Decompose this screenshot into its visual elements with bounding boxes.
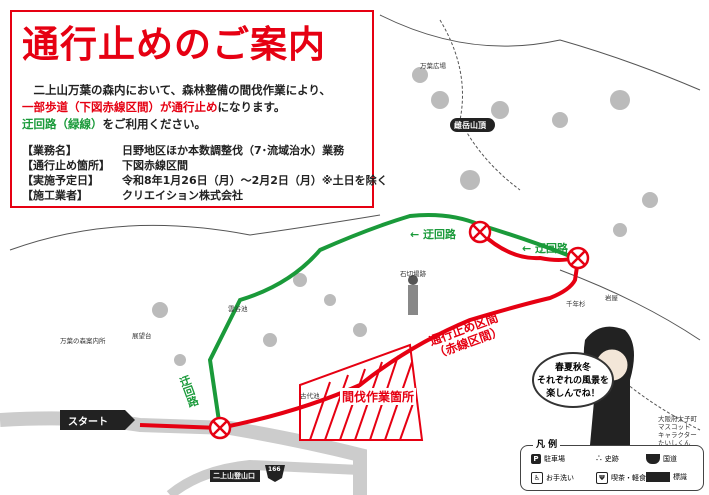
- notice-text: 二上山万葉の森内において、森林整備の間伐作業により、 一部歩道（下図赤線区間）が…: [22, 82, 331, 133]
- ridge-line: [559, 269, 701, 341]
- summit-label: 雌岳山頂: [454, 121, 486, 130]
- detour-label-text: 迂回路: [423, 228, 457, 241]
- national-route: [166, 459, 361, 495]
- mascot-caption: 大阪府太子町 マスコット キャラクター たいしくん: [658, 415, 697, 447]
- info-row: 【業務名】 日野地区ほか本数調整伐（7･流域治水）業務: [22, 143, 388, 158]
- route-number: 166: [268, 466, 281, 473]
- detour-label-text: 迂回路: [535, 242, 569, 255]
- speech-line: 楽しんでね！: [546, 389, 600, 399]
- legend-label: 標識: [673, 473, 687, 481]
- legend-label: 史跡: [604, 455, 619, 463]
- trail-line: [439, 19, 521, 191]
- historic-site-icon: ∴: [596, 454, 602, 464]
- place-label: 岩屋: [605, 294, 618, 302]
- signpost-icon: [646, 472, 670, 482]
- ridge-line: [9, 214, 381, 251]
- info-value: 日野地区ほか本数調整伐（7･流域治水）業務: [122, 144, 345, 157]
- info-row: 【施工業者】 クリエイション株式会社: [22, 188, 388, 203]
- info-key: 【業務名】: [22, 144, 77, 157]
- start-arrow: [60, 410, 135, 430]
- place-label: 万葉広場: [420, 62, 446, 70]
- caption-line: マスコット: [658, 423, 691, 431]
- legend-item: ♿お手洗い: [531, 472, 574, 484]
- caption-line: たいしくん: [658, 439, 691, 447]
- speech-line: それぞれの風景を: [536, 376, 609, 386]
- info-value: 令和8年1月26日（月）～2月2日（月）※土日を除く: [122, 174, 388, 187]
- notice-line: をご利用ください。: [102, 117, 207, 131]
- info-row: 【実施予定日】 令和8年1月26日（月）～2月2日（月）※土日を除く: [22, 173, 388, 188]
- trees: [152, 67, 658, 366]
- notice-title: 通行止めのご案内: [22, 23, 326, 66]
- info-row: 【通行止め箇所】下図赤線区間: [22, 158, 388, 173]
- worker-figure: [408, 285, 418, 315]
- parking-icon: P: [531, 454, 541, 464]
- notice-line: 二上山万葉の森内において、森林整備の間伐作業により、: [33, 83, 331, 97]
- place-label: 雲谷池: [228, 305, 248, 313]
- speech-line: 春夏秋冬: [554, 363, 591, 373]
- legend-label: 国道: [663, 455, 677, 463]
- legend-label: お手洗い: [546, 474, 574, 482]
- closure-highlight: 一部歩道（下図赤線区間）が通行止め: [22, 100, 218, 114]
- place-label: 古代池: [300, 392, 320, 400]
- legend-item: ∴史跡: [596, 454, 619, 464]
- closure-notice: [10, 10, 374, 208]
- work-info: 【業務名】 日野地区ほか本数調整伐（7･流域治水）業務 【通行止め箇所】下図赤線区…: [22, 143, 388, 203]
- start-label: スタート: [68, 417, 108, 428]
- ridge-line: [379, 14, 701, 91]
- detour-label: ← 迂回路: [410, 228, 457, 241]
- legend-title: 凡 例: [533, 437, 561, 450]
- place-label: 石切場跡: [400, 270, 426, 278]
- caption-line: 大阪府太子町: [658, 415, 697, 423]
- place-label: 万葉の森案内所: [60, 337, 106, 345]
- legend-item: 標識: [646, 472, 687, 482]
- restroom-icon: ♿: [531, 472, 543, 484]
- thinning-area-label: 間伐作業箇所: [340, 388, 417, 405]
- trailhead-label: 二上山登山口: [213, 472, 255, 480]
- info-value: 下図赤線区間: [122, 159, 188, 172]
- caption-line: キャラクター: [658, 431, 697, 439]
- closed-route: [478, 230, 576, 262]
- place-label: 千年杉: [566, 300, 586, 308]
- legend-label: 喫茶・軽食: [611, 474, 646, 482]
- legend-item: 国道: [646, 454, 677, 464]
- national-route-icon: [646, 454, 660, 464]
- mascot-speech-bubble: 春夏秋冬 それぞれの風景を 楽しんでね！: [532, 352, 614, 408]
- notice-line: になります。: [217, 100, 286, 114]
- info-key: 【実施予定日】: [22, 174, 99, 187]
- route-166-shield: [265, 465, 285, 482]
- info-key: 【施工業者】: [22, 189, 88, 202]
- legend-label: 駐車場: [544, 455, 565, 463]
- detour-highlight: 迂回路（緑線）: [22, 117, 103, 131]
- place-label: 展望台: [132, 332, 152, 340]
- info-value: クリエイション株式会社: [122, 189, 243, 202]
- closed-route: [139, 259, 580, 431]
- detour-label: ← 迂回路: [522, 242, 569, 255]
- trailhead-sign: [210, 470, 260, 482]
- info-key: 【通行止め箇所】: [22, 159, 110, 172]
- cafe-icon: Ψ: [596, 472, 608, 484]
- summit-badge: [450, 118, 495, 132]
- detour-route: [207, 213, 576, 429]
